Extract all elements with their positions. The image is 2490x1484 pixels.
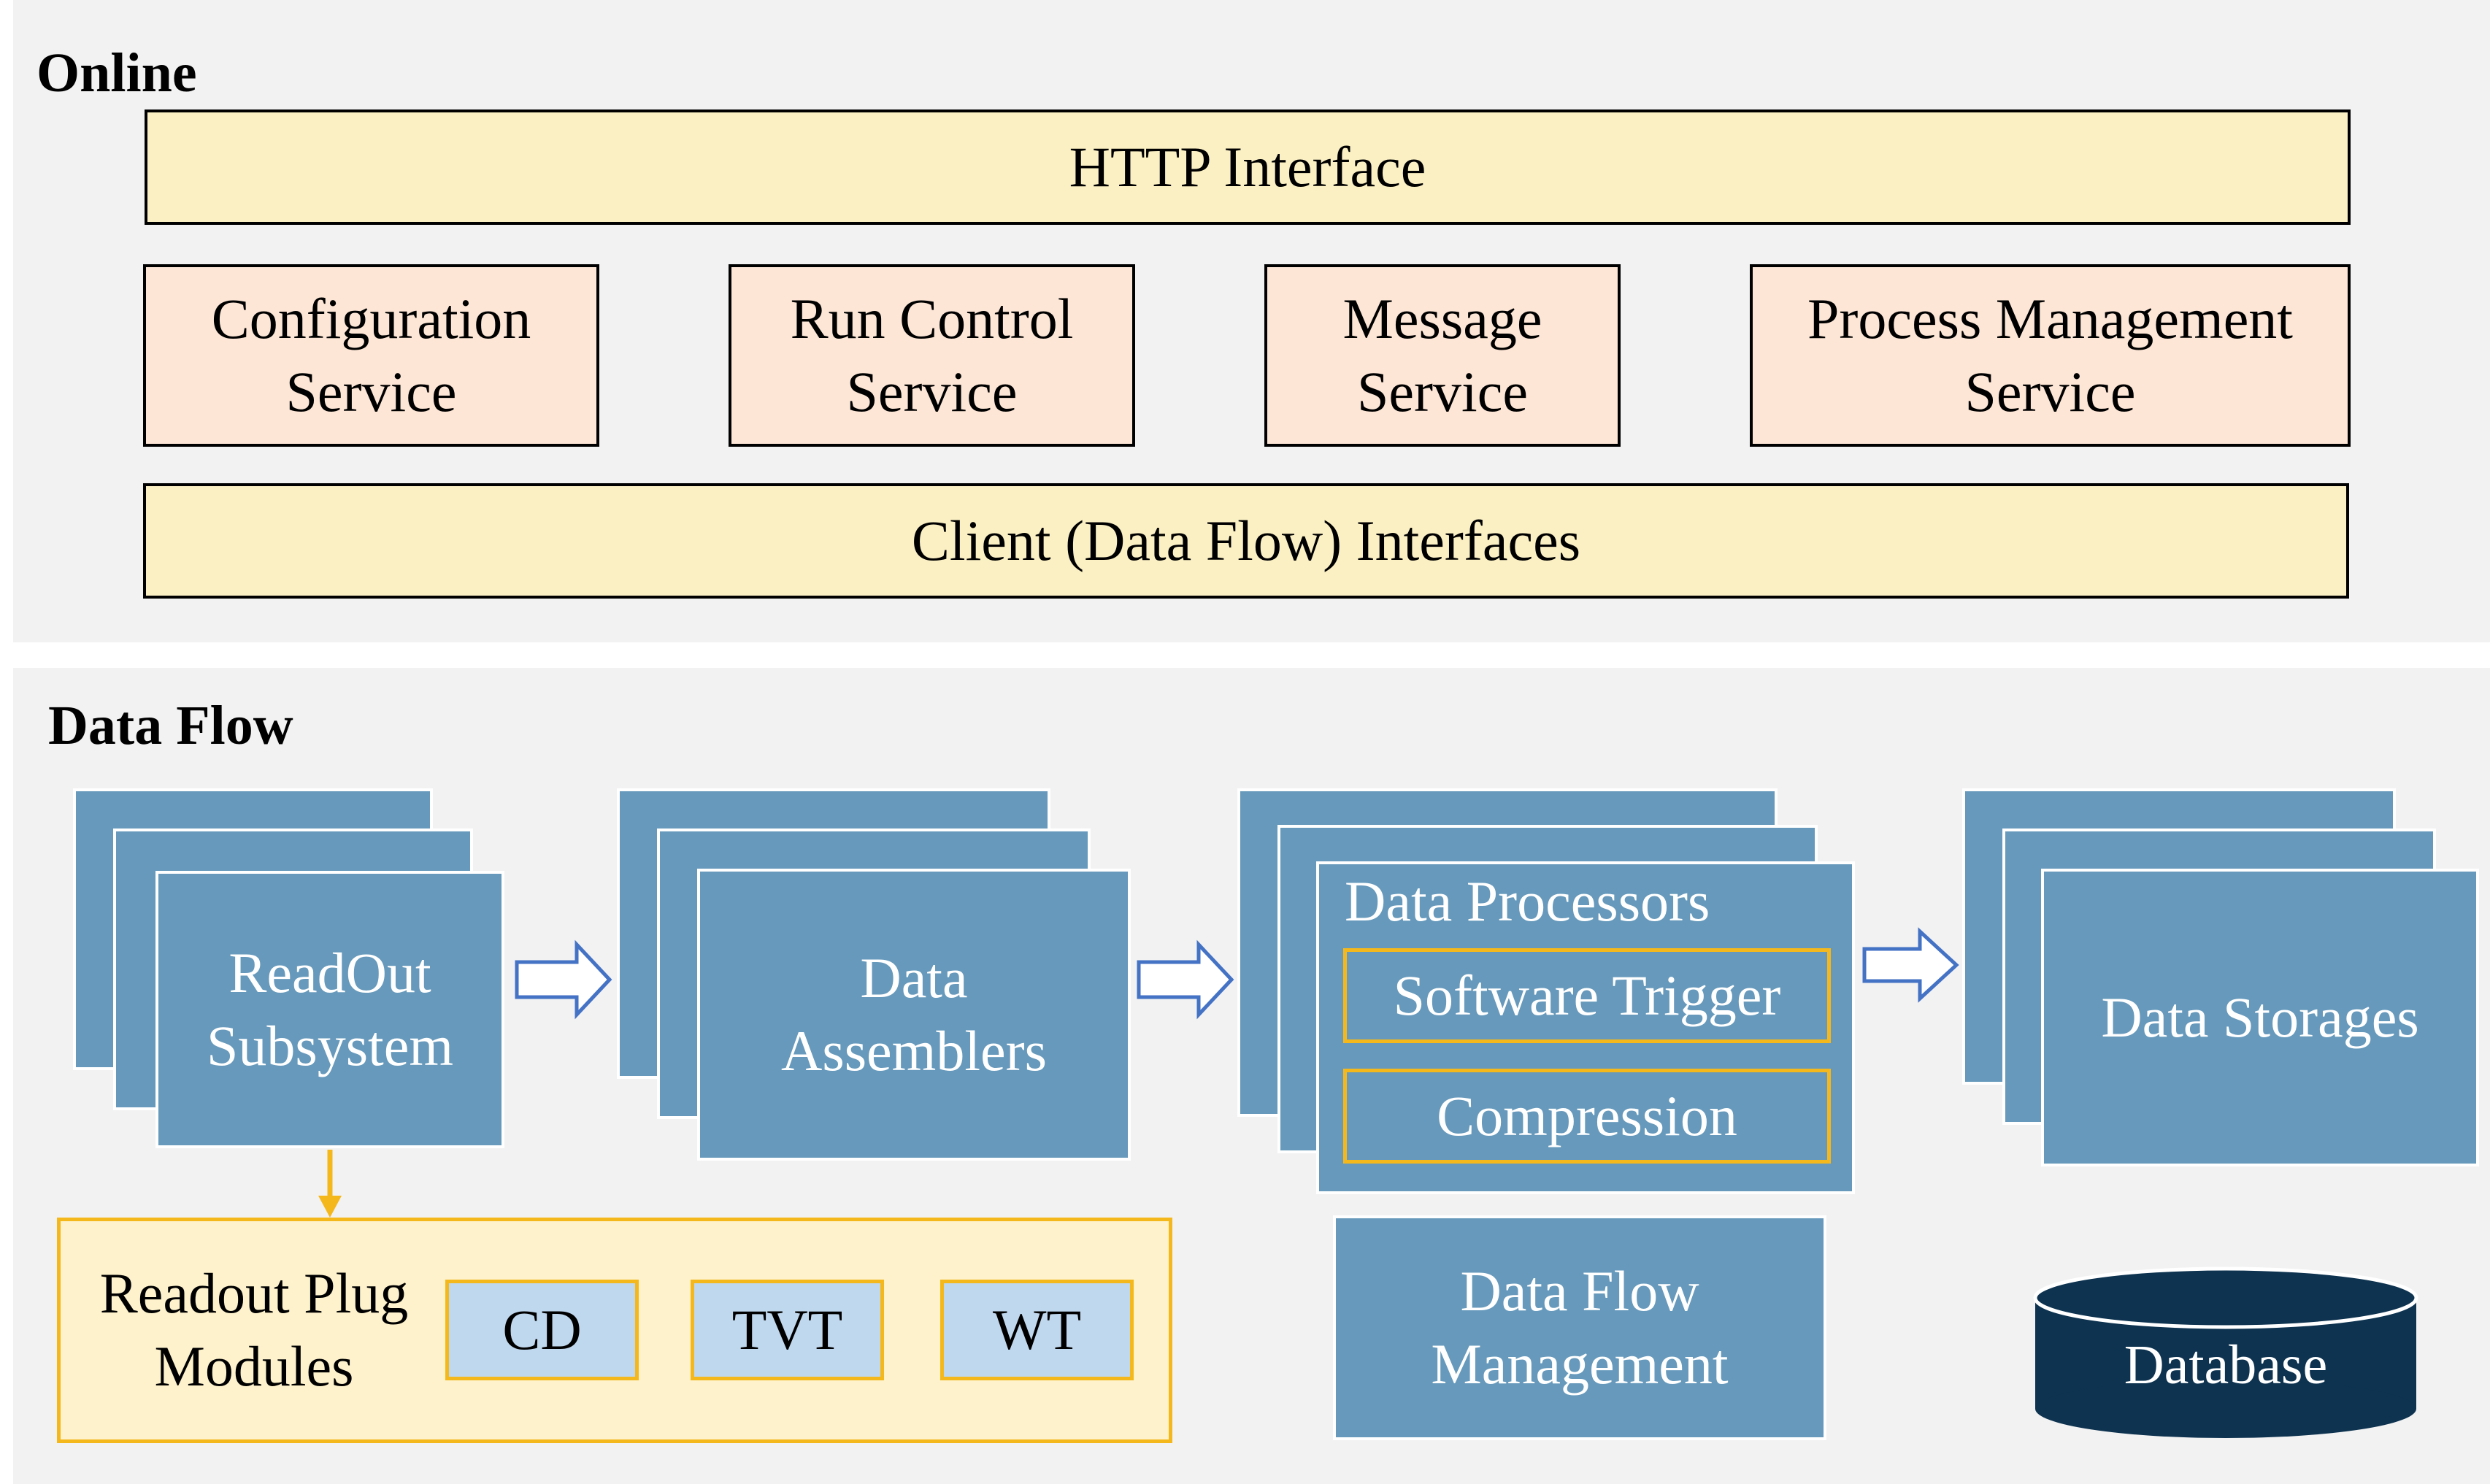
process-management-service-line1: Process Management xyxy=(1807,287,2293,351)
run-control-service-line2: Service xyxy=(846,360,1018,423)
data-processors-title: Data Processors xyxy=(1345,869,1710,933)
plug-module-wt: WT xyxy=(940,1280,1134,1380)
plug-modules-line1: Readout Plug xyxy=(99,1261,409,1325)
plug-modules-line2: Modules xyxy=(154,1334,354,1398)
run-control-service-line1: Run Control xyxy=(790,287,1074,351)
readout-line2: Subsystem xyxy=(206,1014,454,1077)
management-line2: Management xyxy=(1431,1332,1729,1396)
readout-plug-modules-label: Readout Plug Modules xyxy=(86,1257,422,1403)
flow-arrow-assemblers-to-processors xyxy=(1137,939,1234,1020)
http-interface-box: HTTP Interface xyxy=(145,109,2351,225)
management-line1: Data Flow xyxy=(1460,1259,1699,1323)
flow-arrow-readout-to-assemblers xyxy=(515,939,612,1020)
message-service-line2: Service xyxy=(1357,360,1528,423)
configuration-service-line1: Configuration xyxy=(211,287,531,351)
flow-arrow-processors-to-storages xyxy=(1862,927,1959,1003)
configuration-service-line2: Service xyxy=(285,360,457,423)
software-trigger-box: Software Trigger xyxy=(1343,948,1831,1043)
plug-module-cd: CD xyxy=(445,1280,639,1380)
process-management-service-line2: Service xyxy=(1964,360,2136,423)
assemblers-line1: Data xyxy=(860,946,968,1010)
plug-module-tvt: TVT xyxy=(691,1280,884,1380)
data-storages-card: Data Storages xyxy=(2041,869,2479,1166)
database-label: Database xyxy=(2124,1334,2328,1396)
compression-box: Compression xyxy=(1343,1069,1831,1164)
client-interfaces-box: Client (Data Flow) Interfaces xyxy=(143,483,2349,599)
client-interfaces-label: Client (Data Flow) Interfaces xyxy=(911,509,1581,573)
data-storages-label: Data Storages xyxy=(2101,985,2419,1050)
readout-plug-arrow xyxy=(318,1150,342,1218)
database-cylinder-icon xyxy=(2033,1266,2418,1438)
message-service-line1: Message xyxy=(1342,287,1542,351)
assemblers-line2: Assemblers xyxy=(781,1019,1047,1083)
data-processors-card: Data Processors Software Trigger Compres… xyxy=(1316,861,1855,1194)
dataflow-title: Data Flow xyxy=(48,695,293,756)
http-interface-label: HTTP Interface xyxy=(1069,135,1426,199)
online-title: Online xyxy=(36,42,197,104)
readout-line1: ReadOut xyxy=(228,941,431,1005)
